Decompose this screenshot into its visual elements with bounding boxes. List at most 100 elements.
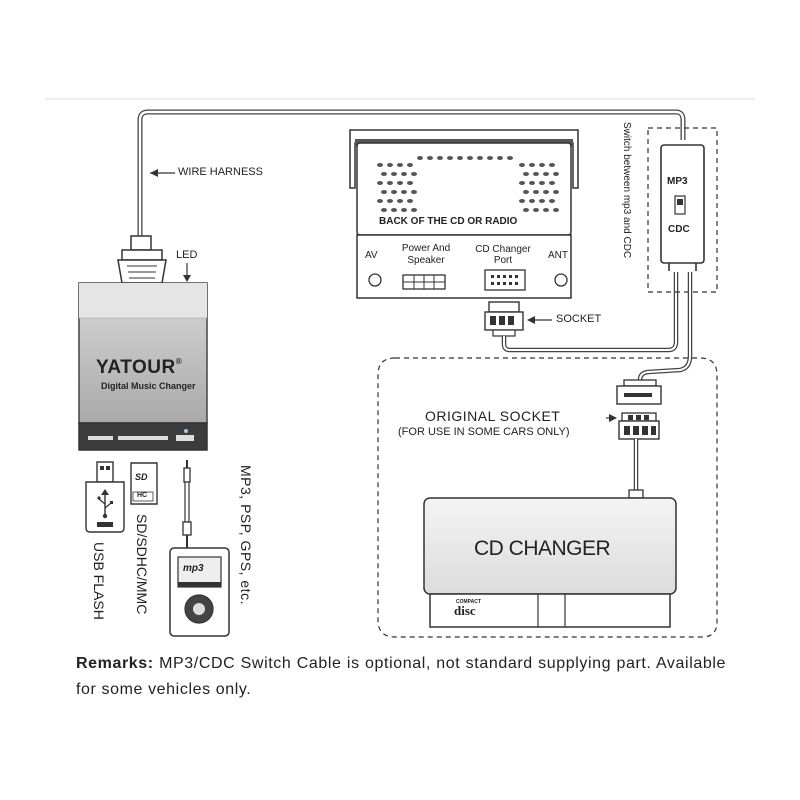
cd-changer-port-pins: [491, 275, 518, 285]
compact-disc-logo: disc: [454, 603, 476, 618]
original-socket-note: (FOR USE IN SOME CARS ONLY): [398, 426, 570, 438]
vent-hole: [401, 208, 407, 212]
brand-name: YATOUR: [96, 357, 176, 378]
vent-hole: [401, 172, 407, 176]
wire-harness-label: WIRE HARNESS: [178, 166, 263, 178]
vent-hole: [387, 163, 393, 167]
usb-flash-drive: [85, 461, 125, 533]
power-speaker-label-1: Power And: [401, 243, 451, 254]
vent-hole: [487, 156, 493, 160]
vent-hole: [533, 190, 539, 194]
usb-flash-label: USB FLASH: [91, 542, 107, 620]
original-socket-label: ORIGINAL SOCKET: [425, 408, 561, 424]
vent-hole: [391, 208, 397, 212]
db-connector: [117, 235, 167, 284]
socket-connector: [484, 301, 524, 337]
sd-card: [130, 462, 158, 505]
vent-hole: [529, 163, 535, 167]
vent-hole: [497, 156, 503, 160]
vent-hole: [391, 190, 397, 194]
led-label: LED: [176, 249, 198, 261]
player-screen-text: mp3: [183, 563, 204, 574]
wire-harness-arrow: [150, 169, 158, 177]
vent-hole: [529, 181, 535, 185]
vent-hole: [539, 199, 545, 203]
sd-card-label: SD/SDHC/MMC: [134, 514, 150, 615]
mp3-players-label: MP3, PSP, GPS, etc.: [238, 465, 254, 605]
vent-hole: [507, 156, 513, 160]
switch-cdc-label: CDC: [668, 224, 690, 235]
aux-cable: [182, 460, 192, 548]
vent-hole: [381, 172, 387, 176]
vent-hole: [411, 190, 417, 194]
sd-hc-logo: HC: [137, 492, 148, 499]
av-label: AV: [365, 250, 378, 261]
vent-hole: [519, 181, 525, 185]
vent-hole: [437, 156, 443, 160]
remarks-body: MP3/CDC Switch Cable is optional, not st…: [76, 655, 726, 698]
sd-logo: SD: [135, 472, 148, 482]
original-socket-arrow: [609, 414, 617, 422]
vent-hole: [377, 163, 383, 167]
vent-hole: [543, 190, 549, 194]
vent-hole: [391, 172, 397, 176]
vent-hole: [533, 172, 539, 176]
ant-label: ANT: [548, 250, 568, 261]
vent-hole: [477, 156, 483, 160]
original-socket: [616, 379, 662, 440]
switch-mp3-label: MP3: [667, 176, 688, 187]
vent-hole: [523, 172, 529, 176]
port-pin: [497, 282, 500, 285]
cd-changer-dashed-area: [377, 357, 718, 638]
port-pin: [491, 282, 494, 285]
vent-hole: [397, 163, 403, 167]
vent-hole: [417, 156, 423, 160]
vent-hole: [553, 190, 559, 194]
vent-hole: [457, 156, 463, 160]
led-arrow: [183, 275, 191, 282]
socket-arrow: [527, 316, 535, 324]
switch-note-label: Switch between mp3 and CDC: [621, 122, 632, 259]
vent-hole: [549, 163, 555, 167]
vent-hole: [397, 199, 403, 203]
vent-hole: [533, 208, 539, 212]
brand-subtitle: Digital Music Changer: [101, 381, 196, 391]
port-pin: [491, 275, 494, 278]
vent-hole: [539, 163, 545, 167]
radio-vent-holes: [377, 156, 559, 212]
remarks-label: Remarks:: [76, 655, 154, 672]
vent-hole: [381, 208, 387, 212]
power-speaker-label-2: Speaker: [407, 255, 445, 266]
vent-hole: [543, 208, 549, 212]
vent-hole: [377, 181, 383, 185]
yatour-device: [78, 282, 208, 451]
cd-changer-port-label-2: Port: [493, 255, 513, 266]
port-pin: [497, 275, 500, 278]
vent-hole: [407, 181, 413, 185]
vent-hole: [523, 190, 529, 194]
mp3-cdc-switch: [660, 144, 705, 271]
vent-hole: [447, 156, 453, 160]
vent-hole: [549, 199, 555, 203]
port-pin: [503, 275, 506, 278]
vent-hole: [381, 190, 387, 194]
vent-hole: [553, 172, 559, 176]
cd-changer-port-label-1: CD Changer: [475, 244, 531, 255]
mp3-player: [169, 547, 230, 637]
vent-hole: [539, 181, 545, 185]
vent-hole: [407, 163, 413, 167]
socket-label: SOCKET: [556, 313, 602, 325]
vent-hole: [401, 190, 407, 194]
brand-logo: YATOUR®: [96, 357, 182, 379]
vent-hole: [523, 208, 529, 212]
vent-hole: [407, 199, 413, 203]
vent-hole: [543, 172, 549, 176]
vent-hole: [387, 199, 393, 203]
brand-registered-mark: ®: [175, 357, 183, 366]
port-pin: [509, 275, 512, 278]
vent-hole: [519, 163, 525, 167]
port-pin: [509, 282, 512, 285]
port-pin: [515, 282, 518, 285]
vent-hole: [553, 208, 559, 212]
